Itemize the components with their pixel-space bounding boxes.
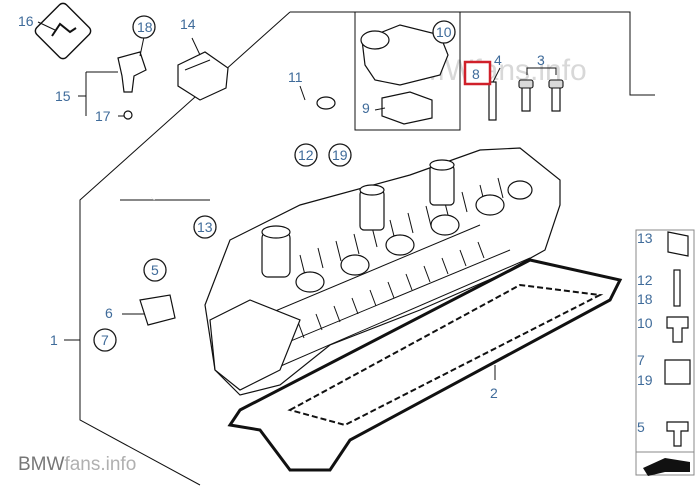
bolt-10-icon [666,316,689,343]
callout-10-circle[interactable]: 10 [432,20,456,44]
callout-3[interactable]: 3 [537,52,545,68]
logo-main: BMW [18,454,65,475]
warning-label-icon [34,2,92,60]
cylinder-head-cover [204,147,561,396]
bolt-12-icon [673,269,681,307]
side-panel-7[interactable]: 7 [637,352,645,368]
callout-16[interactable]: 16 [18,13,34,29]
callout-12[interactable]: 12 [298,147,314,163]
side-panel-12[interactable]: 12 [637,272,653,288]
nut-7-icon [664,359,691,385]
bolt-5-icon [666,421,689,447]
leader-lines [37,21,501,380]
callout-1[interactable]: 1 [50,332,58,348]
mounting-bracket [139,294,176,326]
protective-cap [177,37,229,101]
callout-12-circle[interactable]: 12 [294,143,318,167]
callout-9[interactable]: 9 [362,100,370,116]
arrow-icon[interactable] [643,458,690,476]
callout-4[interactable]: 4 [494,52,502,68]
callout-7-circle[interactable]: 7 [93,328,117,352]
callout-7[interactable]: 7 [101,332,109,348]
side-panel-18[interactable]: 18 [637,291,653,307]
callout-10[interactable]: 10 [436,24,452,40]
logo-sub: fans.info [64,454,136,475]
callout-14[interactable]: 14 [180,16,196,32]
callout-17[interactable]: 17 [95,108,111,124]
callout-8[interactable]: 8 [472,66,480,82]
bolts-group [488,67,564,121]
cover-gasket [227,258,623,472]
callout-11[interactable]: 11 [288,69,303,85]
logo: BMWfans.info [18,454,136,475]
side-panel-13[interactable]: 13 [637,230,653,246]
side-panel: 13 12 18 10 7 19 5 [635,229,695,476]
callout-15[interactable]: 15 [55,88,71,104]
callout-13-circle[interactable]: 13 [193,215,217,239]
callout-8-highlight[interactable]: 8 [463,60,492,86]
callout-18[interactable]: 18 [137,19,153,35]
callout-18-circle[interactable]: 18 [132,15,156,39]
callout-19[interactable]: 19 [332,147,348,163]
callout-13[interactable]: 13 [197,219,213,235]
camshaft-sensor [117,31,147,120]
callout-5-circle[interactable]: 5 [143,258,167,282]
side-panel-5[interactable]: 5 [637,419,645,435]
clip-13-icon [667,231,689,257]
callout-2[interactable]: 2 [490,385,498,401]
pressure-control-valve-inset [354,12,461,131]
callout-6[interactable]: 6 [105,305,113,321]
side-panel-10[interactable]: 10 [637,315,653,331]
breather-hose [150,96,336,201]
side-panel-19[interactable]: 19 [637,372,653,388]
callout-5[interactable]: 5 [151,262,159,278]
callout-19-circle[interactable]: 19 [328,143,352,167]
